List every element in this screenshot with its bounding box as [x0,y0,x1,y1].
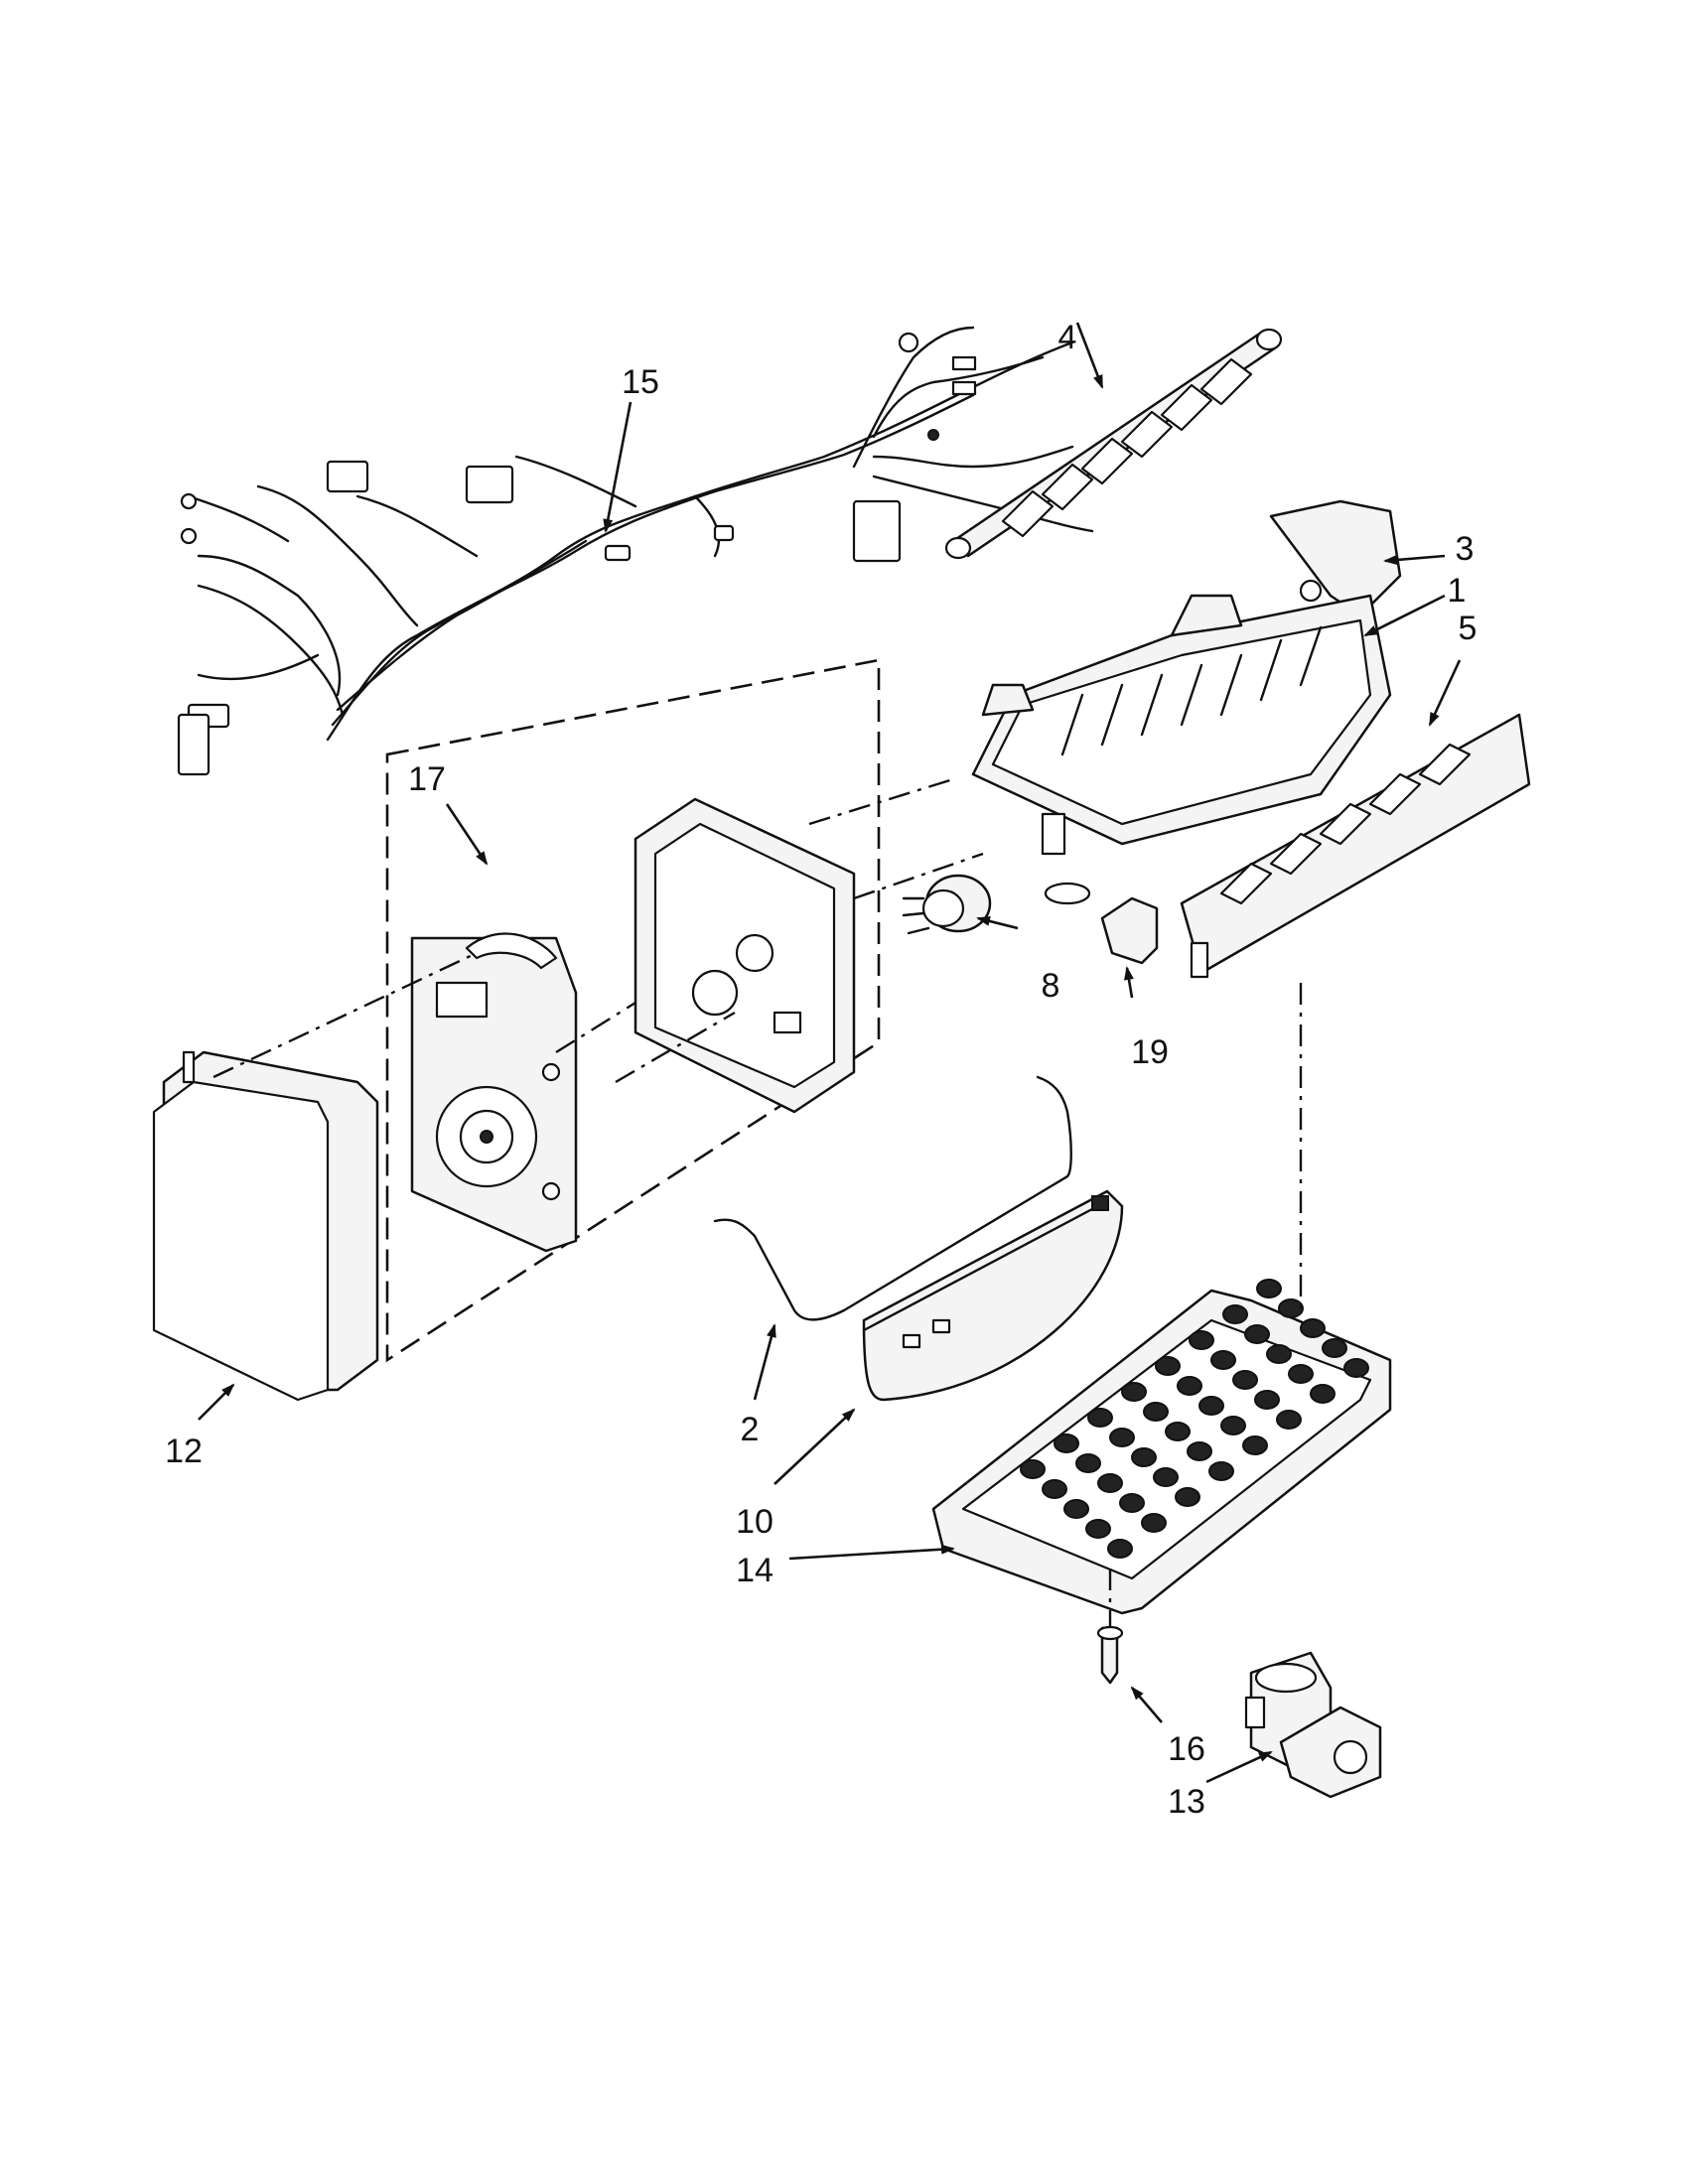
tray-peg [1300,1318,1326,1338]
tray-peg [1131,1447,1157,1467]
tray-peg [1141,1513,1167,1533]
leader-arrows [198,322,1462,1784]
thermostat [902,874,992,935]
tray-peg [1143,1402,1169,1422]
tray-peg [1254,1390,1280,1410]
tray-peg [1288,1364,1314,1384]
alignment-lines [212,777,1303,1628]
callout-1: 1 [1447,572,1467,610]
tray-peg [1278,1298,1304,1318]
tray-peg [1256,1279,1282,1298]
control-cover [152,1050,379,1402]
tray-peg [1322,1338,1347,1358]
wiring-harness [177,326,1094,776]
water-valve [1244,1651,1382,1799]
tray-peg [1242,1435,1268,1455]
bail-arm-cover [862,1189,1124,1402]
ejector [944,328,1283,560]
tray-peg [1165,1422,1191,1441]
callout-12: 12 [165,1433,203,1470]
callout-14: 14 [736,1552,774,1589]
tray-peg [1087,1408,1113,1428]
tray-peg [1175,1487,1200,1507]
callout-10: 10 [736,1503,774,1541]
stripper [1180,713,1531,979]
tray-peg [1232,1370,1258,1390]
tray-peg [1343,1358,1369,1378]
tray-peg [1266,1344,1292,1364]
tray-peg [1153,1467,1179,1487]
icemaker-base [931,1279,1392,1615]
icemaker-mold [971,594,1392,905]
tray-peg [1276,1410,1302,1430]
tray-peg [1020,1459,1046,1479]
control-assembly [385,658,881,1363]
shutoff-arm [713,1075,1072,1321]
tray-peg [1119,1493,1145,1513]
tray-peg [1210,1350,1236,1370]
tray-peg [1109,1428,1135,1447]
screw [1096,1625,1124,1685]
callout-15: 15 [622,363,659,401]
tray-peg [1063,1499,1089,1519]
tray-peg [1208,1461,1234,1481]
tray-peg [1097,1473,1123,1493]
tray-peg [1187,1441,1212,1461]
tray-peg [1085,1519,1111,1539]
tray-peg [1189,1330,1214,1350]
callout-17: 17 [408,760,446,798]
tray-peg [1310,1384,1336,1404]
tray-peg [1155,1356,1181,1376]
shutoff-cover [1269,499,1402,617]
callout-2: 2 [740,1411,760,1448]
callout-13: 13 [1168,1783,1205,1821]
tray-peg [1054,1433,1079,1453]
callout-4: 4 [1057,319,1077,356]
tray-peg [1177,1376,1202,1396]
tray-peg [1121,1382,1147,1402]
tray-peg [1107,1539,1133,1559]
clip [1100,896,1159,965]
tray-peg [1042,1479,1067,1499]
tray-peg [1244,1324,1270,1344]
tray-peg [1220,1416,1246,1435]
tray-peg [1198,1396,1224,1416]
callout-3: 3 [1455,530,1475,568]
callout-5: 5 [1458,610,1477,647]
callout-19: 19 [1131,1033,1169,1071]
callout-8: 8 [1041,967,1060,1005]
tray-peg [1075,1453,1101,1473]
tray-peg [1222,1304,1248,1324]
tray-pegs [1020,1279,1369,1559]
callout-16: 16 [1168,1730,1205,1768]
